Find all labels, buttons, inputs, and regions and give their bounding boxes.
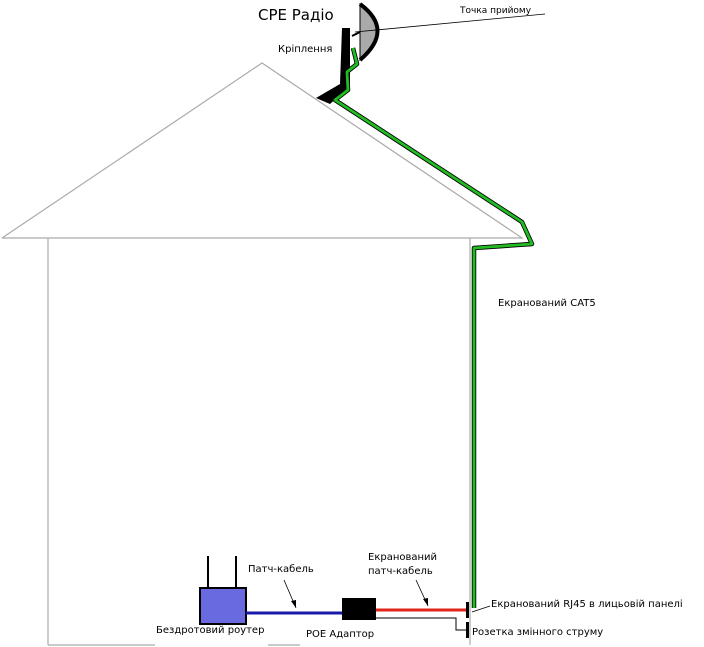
cpe-dish [351, 2, 380, 62]
cat5-cable-green [333, 47, 534, 608]
wireless-router-label: Бездротовий роутер [156, 625, 264, 636]
house-roof [1, 62, 524, 239]
ac-outlet [466, 622, 469, 638]
poe-adapter [342, 598, 376, 620]
cpe-radio-label: CPE Радіо [258, 6, 334, 24]
shielded-patch-label-line1: Екранований [368, 552, 437, 563]
mount-label: Кріплення [278, 43, 332, 55]
rj45-wall-plate [466, 602, 469, 618]
shielded-patch-label-line2: патч-кабель [368, 566, 433, 577]
shielded-cat5-label: Екранований CAT5 [498, 298, 596, 309]
access-point-pointer [354, 13, 546, 33]
poe-adapter-label: POE Адаптор [306, 629, 374, 640]
house [1, 62, 524, 646]
mount-bracket [316, 28, 350, 104]
ac-outlet-label: Розетка змінного струму [472, 626, 603, 638]
rj45-pointer [471, 605, 491, 613]
shielded-rj45-label: Екранований RJ45 в лицьовій панелі [491, 598, 683, 610]
access-point-label: Точка прийому [459, 6, 532, 16]
power-cable [376, 617, 466, 631]
wireless-router [199, 556, 247, 625]
patch-cable-label: Патч-кабель [248, 564, 314, 575]
